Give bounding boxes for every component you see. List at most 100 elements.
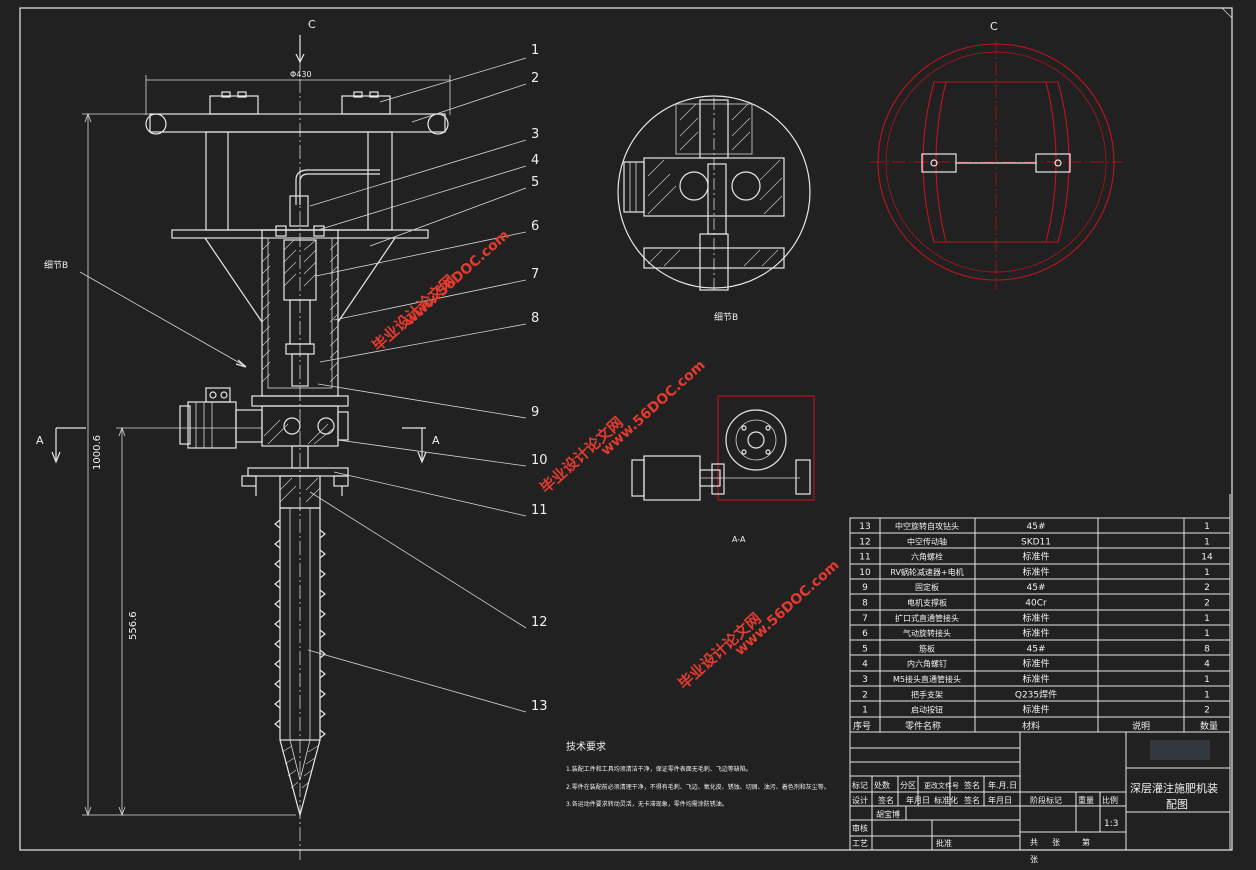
aa-caption: A-A: [732, 535, 746, 544]
bom-cell-no: 8: [862, 599, 868, 609]
callout-10: 10: [531, 453, 548, 468]
bom-cell-no: 2: [862, 690, 868, 700]
bom-cell-name: 中空传动轴: [907, 536, 947, 546]
bom-cell-material: 45#: [1027, 644, 1046, 654]
bom-cell-name: 内六角螺钉: [907, 659, 947, 669]
bom-cell-material: 标准件: [1022, 551, 1049, 563]
bom-cell-material: 标准件: [1022, 566, 1049, 578]
page-label: 第: [1082, 837, 1090, 847]
watermark-url-2: www.56DOC.com: [598, 357, 709, 459]
bom-cell-qty: 1: [1204, 629, 1210, 639]
approve-label: 批准: [936, 838, 952, 848]
bom-cell-qty: 1: [1204, 614, 1210, 624]
bom-cell-qty: 2: [1204, 583, 1210, 593]
bom-cell-name: 中空旋转自攻钻头: [895, 521, 959, 531]
bom-header-note: 说明: [1132, 720, 1150, 732]
stage-mark-label: 阶段标记: [1030, 795, 1062, 805]
callout-13: 13: [531, 699, 548, 714]
bom-cell-name: 六角螺栓: [911, 552, 943, 562]
bom-cell-qty: 2: [1204, 706, 1210, 716]
bom-cell-qty: 4: [1204, 660, 1210, 670]
bom-cell-name: 把手支架: [911, 689, 943, 699]
process-label: 工艺: [852, 839, 868, 848]
watermarks: 毕业设计论文网 www.56DOC.com 毕业设计论文网 www.56DOC.…: [369, 227, 843, 693]
section-aa: A-A: [631, 395, 815, 544]
main-view: C Φ430: [36, 18, 451, 860]
standardize-label: 标准化: [934, 795, 958, 805]
callout-3: 3: [531, 127, 539, 142]
bom-cell-material: 标准件: [1022, 704, 1049, 716]
count-label: 处数: [874, 780, 890, 790]
bom-header-no: 序号: [853, 720, 871, 732]
change-doc-label: 更改文件号: [924, 781, 959, 790]
tech-req-title: 技术要求: [566, 740, 606, 753]
bom-cell-qty: 1: [1204, 537, 1210, 547]
bom-cell-name: 固定板: [915, 582, 939, 592]
dim-phi430: Φ430: [290, 70, 312, 79]
callout-8: 8: [531, 311, 539, 326]
date-label: 年.月.日: [988, 780, 1017, 790]
callout-6: 6: [531, 219, 539, 234]
bom-header-name: 零件名称: [905, 720, 941, 732]
page-unit-label: 张: [1030, 855, 1038, 864]
bom-cell-material: 45#: [1027, 522, 1046, 532]
bom-table: [849, 494, 1231, 733]
bom-cell-qty: 1: [1204, 522, 1210, 532]
callout-12: 12: [531, 615, 548, 630]
sign-label: 签名: [964, 780, 980, 790]
bom-cell-material: 标准件: [1022, 673, 1049, 685]
bom-cell-no: 3: [862, 675, 868, 685]
bom-cell-material: 标准件: [1022, 658, 1049, 670]
callout-leaders: [307, 57, 527, 713]
bom-cell-qty: 1: [1204, 690, 1210, 700]
bom-cell-no: 5: [862, 644, 868, 654]
tech-req-item-2: 2.零件在装配前必须清理干净，不得有毛刺、飞边、氧化皮、锈蚀、切屑、油污、着色剂…: [566, 783, 830, 791]
title-line2: 配图: [1166, 798, 1188, 811]
designer-name: 胡宝博: [876, 809, 900, 819]
label-a-left: A: [36, 434, 44, 447]
callout-7: 7: [531, 267, 539, 282]
label-detail-b: 细节B: [44, 259, 68, 271]
bom-cell-qty: 1: [1204, 568, 1210, 578]
watermark-url-3: www.56DOC.com: [732, 557, 843, 659]
std-date-label: 年月日: [988, 795, 1012, 805]
bom-cell-qty: 8: [1204, 644, 1210, 654]
bom-cell-material: 40Cr: [1025, 599, 1047, 609]
std-sign-label: 签名: [964, 795, 980, 805]
zone-label: 分区: [900, 781, 916, 790]
bom-cell-material: 标准件: [1022, 627, 1049, 639]
bom-header-qty: 数量: [1200, 720, 1218, 732]
detail-b-caption: 细节B: [714, 311, 738, 323]
scale-value: 1:3: [1104, 819, 1118, 829]
callout-numbers: 1 2 3 4 5 6 7 8 9 10 11 12 13: [531, 43, 548, 714]
design-sign-label: 签名: [878, 795, 894, 805]
tech-requirements: 技术要求 1.装配工件和工具均须清洁干净，保证零件表面无毛刺、飞边等缺陷。 2.…: [566, 740, 830, 808]
design-date-label: 年月日: [906, 795, 930, 805]
bom-cell-qty: 2: [1204, 599, 1210, 609]
bom-header-material: 材料: [1022, 720, 1040, 732]
bom-header: 序号 零件名称 材料 说明 数量: [853, 720, 1218, 732]
bom-cell-no: 6: [862, 629, 868, 639]
label-c-right: C: [990, 20, 998, 33]
bom-cell-name: 扩口式直通管接头: [895, 613, 959, 623]
callout-5: 5: [531, 175, 539, 190]
view-c: C: [870, 20, 1122, 290]
bom-cell-name: 电机支撑板: [907, 598, 947, 608]
bom-cell-no: 12: [859, 537, 870, 547]
bom-cell-no: 7: [862, 614, 868, 624]
label-c-top: C: [308, 18, 316, 31]
bom-cell-name: M5接头直通管接头: [893, 674, 961, 684]
bom-cell-no: 13: [859, 522, 870, 532]
total-label: 共: [1030, 838, 1038, 847]
tech-req-item-1: 1.装配工件和工具均须清洁干净，保证零件表面无毛刺、飞边等缺陷。: [566, 765, 752, 773]
bom-cell-no: 1: [862, 706, 868, 716]
bom-cell-name: 启动按钮: [911, 705, 943, 715]
corner-mark: [1221, 7, 1233, 19]
bom-cell-name: 气动旋转接头: [903, 628, 951, 638]
label-a-right: A: [432, 434, 440, 447]
bom-cell-name: 筋板: [919, 643, 935, 653]
watermark-url-1: www.56DOC.com: [402, 227, 513, 329]
title-line1: 深层灌注施肥机装: [1130, 781, 1218, 795]
